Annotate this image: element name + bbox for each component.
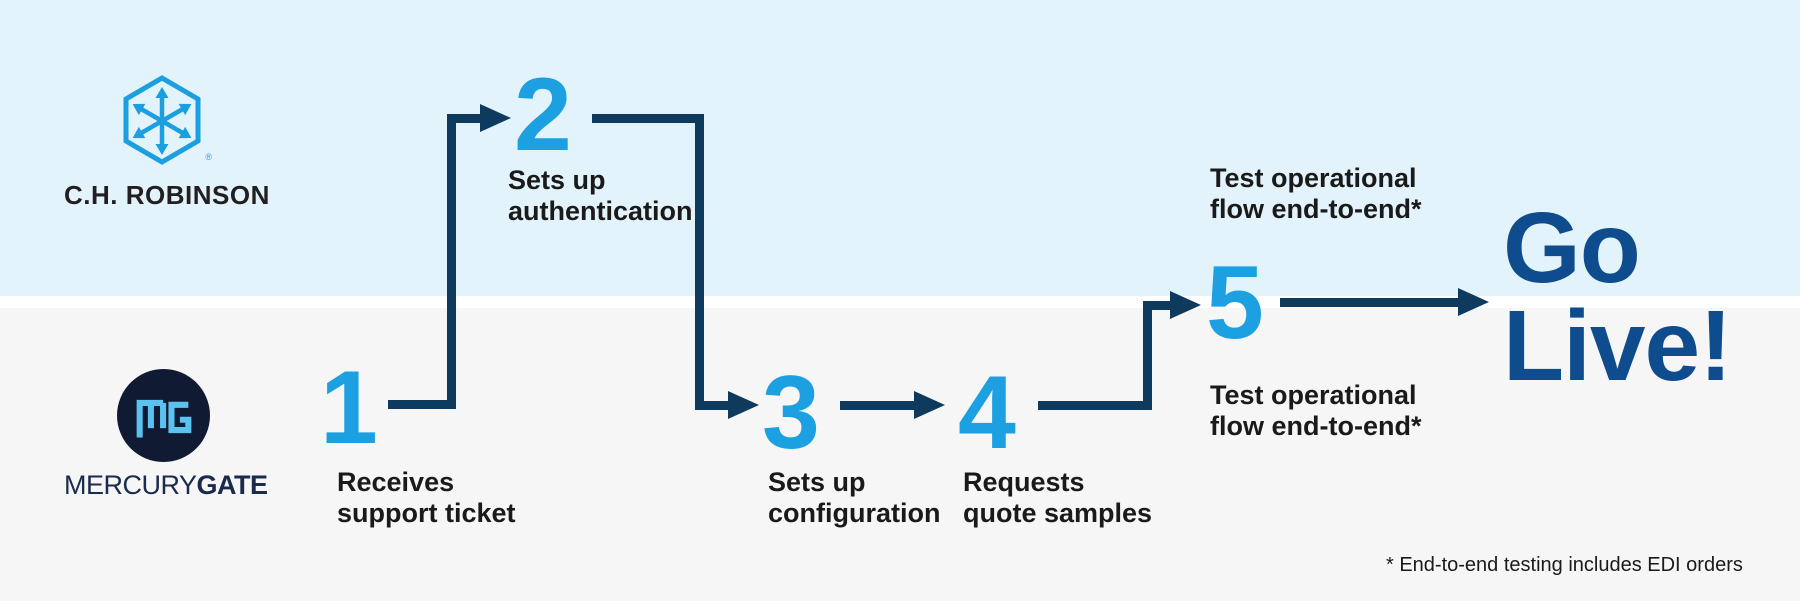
arrowhead-into-step-2 (480, 104, 511, 132)
connector-1-2-vertical (447, 114, 456, 409)
step-2-number: 2 (514, 57, 572, 173)
step-5-label-top-line1: Test operational (1210, 163, 1417, 193)
arrowhead-into-step-5 (1170, 291, 1201, 319)
step-4-label: Requests quote samples (963, 467, 1152, 529)
connector-5-golive-horizontal (1280, 298, 1458, 307)
go-live-text: Go Live! (1503, 192, 1732, 402)
chr-robinson-wordmark: C.H. ROBINSON (64, 180, 270, 210)
connector-2-3-bottom (695, 401, 728, 410)
chr-robinson-logo: ® (122, 74, 212, 168)
gate-text: GATE (196, 470, 269, 500)
step-5-label-top: Test operational flow end-to-end* (1210, 163, 1421, 225)
step-4-label-line1: Requests (963, 467, 1085, 497)
connector-3-4-horizontal (840, 401, 914, 410)
connector-4-5-top (1143, 301, 1170, 310)
step-2-label-line2: authentication (508, 196, 693, 226)
step-4-label-line2: quote samples (963, 498, 1153, 528)
step-5-number: 5 (1206, 245, 1264, 361)
step-4-number: 4 (958, 355, 1016, 471)
arrowhead-into-go-live (1458, 288, 1489, 316)
step-1-number: 1 (320, 350, 378, 466)
chr-registered-mark: ® (205, 152, 212, 162)
step-1-label: Receives support ticket (337, 467, 516, 529)
step-5-label-top-line2: flow end-to-end* (1210, 194, 1422, 224)
mercurygate-logo (117, 369, 210, 462)
arrowhead-into-step-3 (728, 391, 759, 419)
connector-2-3-horizontal (592, 114, 704, 123)
step-5-label-bottom-line1: Test operational (1210, 380, 1417, 410)
chr-lane-background (0, 0, 1800, 296)
step-1-label-line1: Receives (337, 467, 455, 497)
go-live-line1: Go (1503, 192, 1641, 304)
step-3-label-line2: configuration (768, 498, 941, 528)
step-1-label-line2: support ticket (337, 498, 516, 528)
step-3-label-line1: Sets up (768, 467, 866, 497)
step-2-label-line1: Sets up (508, 165, 606, 195)
mercury-text: MERCURY (64, 470, 197, 500)
footnote: * End-to-end testing includes EDI orders (1386, 554, 1743, 576)
step-5-label-bottom: Test operational flow end-to-end* (1210, 380, 1421, 442)
step-5-label-bottom-line2: flow end-to-end* (1210, 411, 1422, 441)
chr-hexagon-arrows-icon (123, 75, 201, 165)
connector-2-3-vertical (695, 114, 704, 410)
mg-monogram-icon (136, 399, 191, 438)
connector-1-2-horizontal (388, 400, 456, 409)
step-3-number: 3 (762, 355, 820, 471)
step-2-label: Sets up authentication (508, 165, 693, 227)
step-3-label: Sets up configuration (768, 467, 940, 529)
mercurygate-lane-background (0, 308, 1800, 601)
mercurygate-wordmark: MERCURYGATE (64, 470, 268, 501)
connector-1-2-top (447, 114, 480, 123)
go-live-line2: Live! (1503, 290, 1732, 402)
arrowhead-into-step-4 (914, 391, 945, 419)
connector-4-5-horizontal (1038, 401, 1152, 410)
connector-4-5-vertical (1143, 301, 1152, 410)
